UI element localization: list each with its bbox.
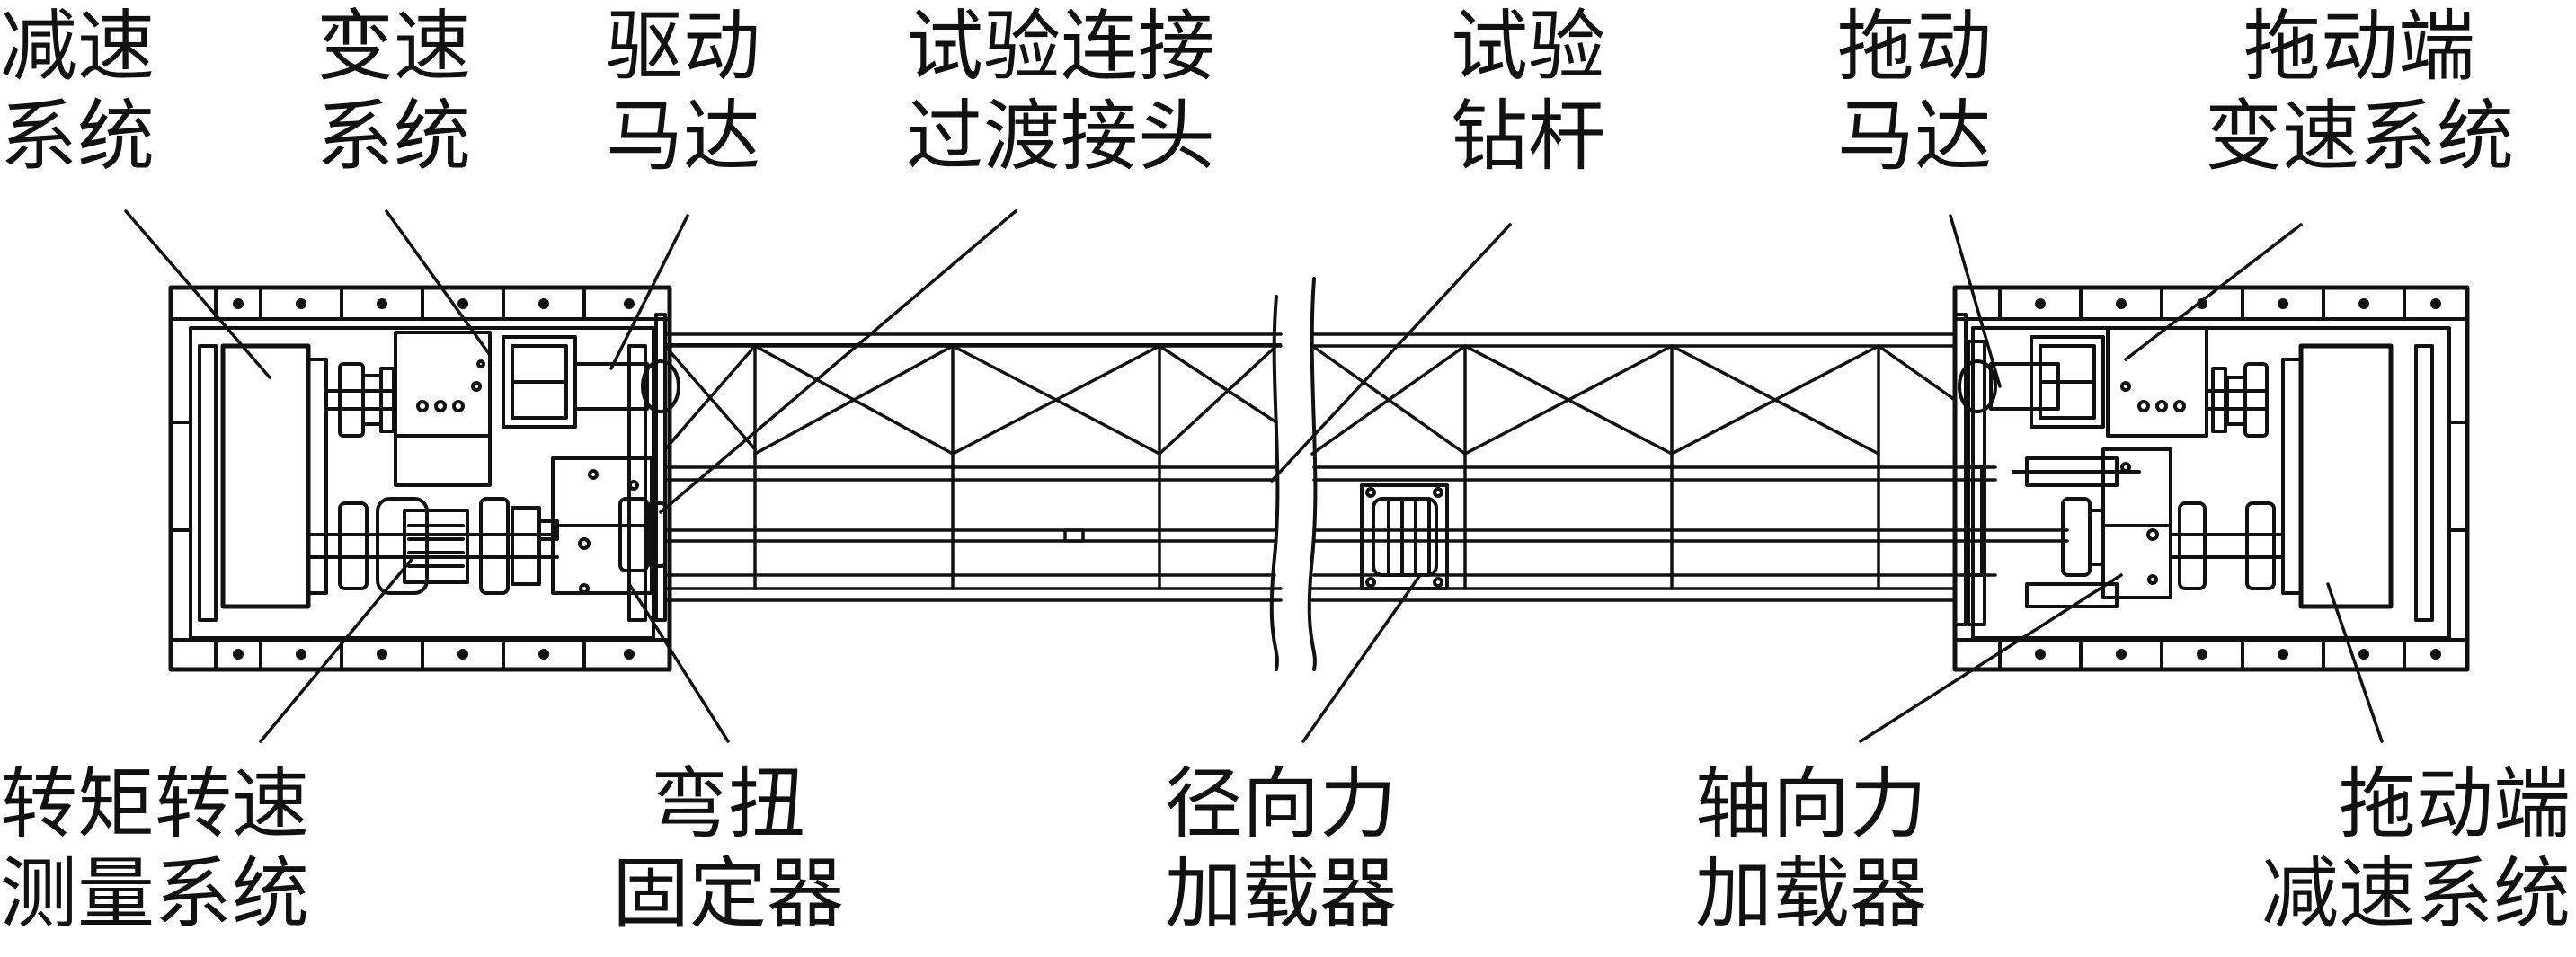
label-drag-gearbox-system-line2: 变速系统 bbox=[2205, 92, 2514, 182]
left-upper-drive-train bbox=[324, 331, 680, 487]
label-axial-force-loader-line2: 加载器 bbox=[1695, 849, 1927, 939]
label-gearbox-system-line1: 变速 bbox=[316, 2, 471, 92]
label-test-adapter-line1: 试验连接 bbox=[906, 2, 1215, 92]
label-drag-reducer-system-line1: 拖动端 bbox=[2339, 759, 2571, 849]
label-gearbox-system-line2: 系统 bbox=[316, 92, 471, 182]
label-test-adapter: 试验连接 过渡接头 bbox=[863, 2, 1258, 182]
label-test-drill-pipe: 试验 钻杆 bbox=[1420, 2, 1636, 182]
radial-force-loader-body bbox=[1360, 483, 1449, 590]
label-reducer-system-line2: 系统 bbox=[0, 92, 155, 182]
label-bending-torsion-fixture-line2: 固定器 bbox=[612, 849, 844, 939]
left-reducer-body bbox=[220, 343, 328, 609]
label-drive-motor-line2: 马达 bbox=[606, 92, 760, 182]
label-reducer-system: 减速 系统 bbox=[0, 2, 155, 182]
right-reducer-body bbox=[2281, 343, 2394, 609]
label-drag-gearbox-system: 拖动端 变速系统 bbox=[2148, 2, 2571, 182]
left-lower-drive-train bbox=[306, 497, 559, 595]
break-lines bbox=[1269, 277, 1318, 671]
bending-torsion-fixture-body bbox=[537, 456, 667, 595]
label-drag-gearbox-system-line1: 拖动端 bbox=[2243, 2, 2475, 92]
label-gearbox-system: 变速 系统 bbox=[286, 2, 502, 182]
right-base-frame bbox=[1952, 285, 2470, 672]
label-bending-torsion-fixture-line1: 弯扭 bbox=[651, 759, 805, 849]
label-test-drill-pipe-line1: 试验 bbox=[1451, 2, 1605, 92]
label-axial-force-loader: 轴向力 加载器 bbox=[1649, 759, 1973, 939]
left-base-frame bbox=[168, 285, 672, 672]
label-reducer-system-line1: 减速 bbox=[0, 2, 155, 92]
label-drive-motor: 驱动 马达 bbox=[575, 2, 791, 182]
label-test-drill-pipe-line2: 钻杆 bbox=[1451, 92, 1605, 182]
label-test-adapter-line2: 过渡接头 bbox=[906, 92, 1215, 182]
label-drag-motor-line2: 马达 bbox=[1837, 92, 1992, 182]
label-torque-speed-measurement-line1: 转矩转速 bbox=[0, 759, 309, 849]
right-end-plate bbox=[1953, 313, 1968, 626]
label-bending-torsion-fixture: 弯扭 固定器 bbox=[575, 759, 881, 939]
truss-left-half bbox=[663, 332, 1283, 602]
left-bottom-bolt-strip bbox=[169, 638, 671, 671]
label-drag-reducer-system-line2: 减速系统 bbox=[2261, 849, 2571, 939]
right-lower-drive-train bbox=[1967, 447, 2285, 608]
leader-lines bbox=[124, 209, 2384, 743]
right-upper-drive-train bbox=[1958, 326, 2269, 438]
label-torque-speed-measurement-line2: 测量系统 bbox=[0, 849, 309, 939]
label-axial-force-loader-line1: 轴向力 bbox=[1695, 759, 1927, 849]
label-torque-speed-measurement: 转矩转速 测量系统 bbox=[0, 759, 309, 939]
label-drag-motor: 拖动 马达 bbox=[1807, 2, 2022, 182]
label-radial-force-loader-line1: 径向力 bbox=[1165, 759, 1397, 849]
label-drag-reducer-system: 拖动端 减速系统 bbox=[2157, 759, 2571, 939]
label-radial-force-loader-line2: 加载器 bbox=[1165, 849, 1397, 939]
label-drag-motor-line1: 拖动 bbox=[1837, 2, 1992, 92]
label-radial-force-loader: 径向力 加载器 bbox=[1119, 759, 1443, 939]
longitudinal-rods bbox=[663, 465, 2069, 577]
label-drive-motor-line1: 驱动 bbox=[606, 2, 760, 92]
left-top-bolt-strip bbox=[169, 286, 671, 321]
